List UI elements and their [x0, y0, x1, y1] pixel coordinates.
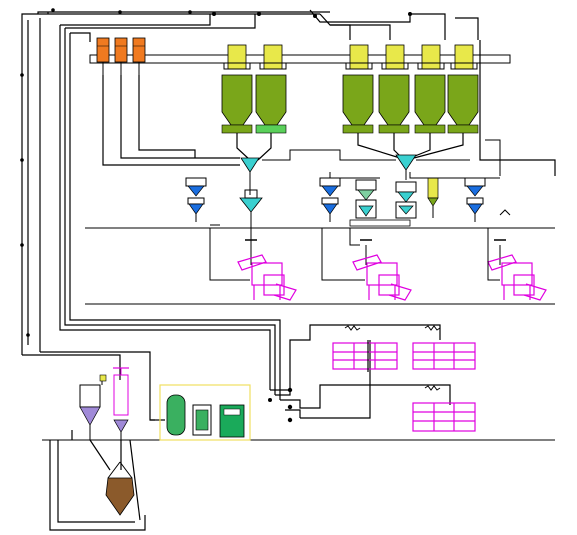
filter-unit-icon [132, 37, 146, 75]
rack-grid [412, 342, 476, 370]
dosing-unit [319, 177, 341, 222]
silo-left-pair [221, 44, 287, 161]
dosing-units [185, 172, 500, 227]
silo-icon [255, 44, 287, 134]
hopper-icon [395, 154, 417, 180]
rack-grid [412, 402, 476, 432]
compressor-icon [192, 404, 245, 438]
storage-racks [332, 340, 476, 432]
filter-unit-icon [96, 37, 110, 75]
compressor-station [159, 384, 251, 441]
dosing-unit [464, 177, 486, 222]
dosing-unit [395, 181, 417, 219]
tank-icon [166, 394, 186, 436]
silo-icon [378, 44, 410, 134]
vacuum-pump-icon [113, 367, 129, 440]
dryer-station [79, 367, 165, 516]
hopper-icon [239, 189, 263, 245]
extruder-icon [321, 228, 412, 301]
filter-units [89, 37, 511, 166]
silo-right-group [342, 44, 479, 159]
extruder-icon [209, 228, 297, 301]
dosing-unit [355, 179, 377, 219]
rack-grid [332, 342, 398, 370]
silo-icon [447, 44, 479, 134]
silo-icon [221, 44, 253, 134]
dosing-unit [185, 177, 207, 222]
main-pipe-network [20, 8, 556, 531]
silo-icon [342, 44, 374, 134]
floor-lines [42, 227, 555, 441]
extruders [209, 209, 547, 301]
hopper-icon [240, 157, 260, 195]
dosing-unit [427, 177, 439, 218]
cyclone-hopper [79, 374, 107, 440]
extruder-icon [487, 209, 547, 301]
silo-icon [414, 44, 446, 134]
cone-dryer-icon [105, 461, 135, 516]
filter-unit-icon [114, 37, 128, 75]
